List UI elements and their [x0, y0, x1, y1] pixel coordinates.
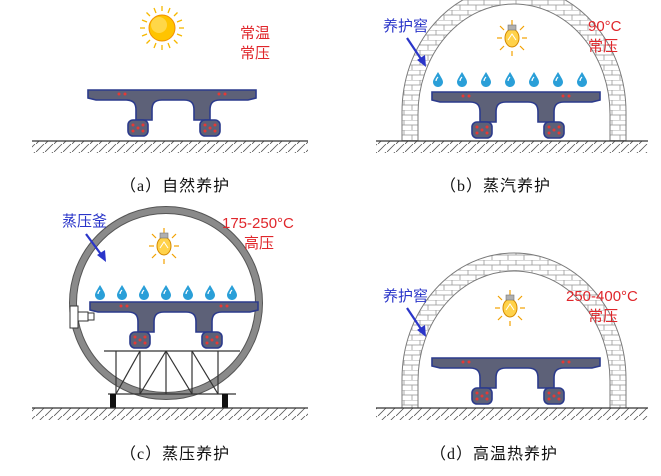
water-droplet-icon: [94, 284, 106, 301]
ground-hatch: [376, 141, 648, 153]
water-droplet-icon: [552, 71, 564, 88]
water-droplet-icon: [182, 284, 194, 301]
autoclave-label: 蒸压釜: [62, 213, 107, 230]
caption-b: （b）蒸汽养护: [440, 177, 551, 195]
support-leg: [110, 394, 116, 408]
water-droplet-icon: [504, 71, 516, 88]
concrete-beam: [89, 301, 259, 349]
autoclave-door-hinge: [69, 305, 95, 329]
water-droplet-icon: [226, 284, 238, 301]
caption-a: （a）自然养护: [120, 177, 230, 195]
autoclave-shell: [69, 206, 263, 400]
caption-c: （c）蒸压养护: [120, 445, 230, 463]
heater-bulb-icon: [494, 289, 526, 327]
concrete-beam: [87, 89, 257, 137]
kiln-label: 养护窖: [383, 17, 428, 35]
heater-bulb-icon: [496, 19, 528, 57]
panel-b: 养护窖 90°C 常压 （b）蒸汽养护: [376, 0, 648, 195]
pressure-label: 高压: [244, 235, 274, 252]
curing-kiln-arch: [401, 252, 627, 409]
panel-c: 蒸压釜 175-250°C 高压: [32, 206, 308, 463]
arrow-icon: [406, 37, 426, 67]
water-droplet-icon: [432, 71, 444, 88]
water-droplet-icon: [528, 71, 540, 88]
panel-d: 养护窖 250-400°C 常压 （d）高温热养护: [376, 252, 648, 463]
water-droplet-icon: [480, 71, 492, 88]
support-truss: [104, 350, 240, 395]
pressure-label: 常压: [588, 38, 618, 55]
temperature-label: 175-250°C: [222, 215, 294, 232]
panel-a: 常温 常压 （a）自然养护: [32, 6, 308, 195]
water-droplets: [432, 71, 588, 88]
concrete-beam: [431, 91, 601, 139]
pressure-label: 常压: [240, 45, 270, 62]
water-droplet-icon: [116, 284, 128, 301]
curing-kiln-arch: [401, 0, 627, 142]
support-leg: [222, 394, 228, 408]
water-droplet-icon: [204, 284, 216, 301]
temperature-label: 常温: [240, 25, 270, 42]
arrow-icon: [85, 233, 106, 262]
ground-hatch: [32, 408, 308, 420]
water-droplet-icon: [456, 71, 468, 88]
kiln-label: 养护窖: [383, 287, 428, 305]
water-droplets: [94, 284, 238, 301]
water-droplet-icon: [160, 284, 172, 301]
caption-d: （d）高温热养护: [430, 445, 558, 463]
sun-icon: [140, 6, 184, 50]
water-droplet-icon: [576, 71, 588, 88]
ground-hatch: [32, 141, 308, 153]
temperature-label: 90°C: [588, 18, 622, 35]
pressure-label: 常压: [588, 308, 618, 325]
concrete-beam: [431, 357, 601, 405]
ground-hatch: [376, 408, 648, 420]
heater-bulb-icon: [148, 227, 180, 265]
water-droplet-icon: [138, 284, 150, 301]
arrow-icon: [406, 307, 426, 337]
temperature-label: 250-400°C: [566, 288, 638, 305]
